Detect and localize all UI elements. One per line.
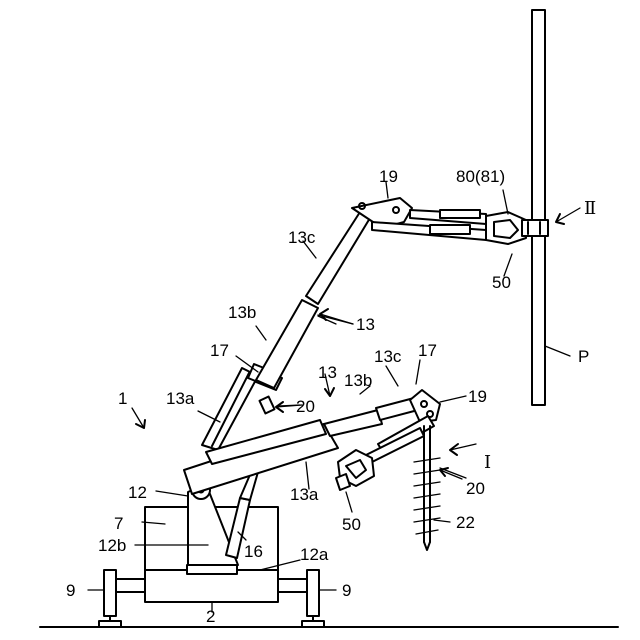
label-head-upper: 19 xyxy=(379,167,398,186)
label-lower-boom: 13 xyxy=(318,363,337,382)
label-cylinder: 16 xyxy=(244,542,263,561)
outrigger-bar-right xyxy=(278,579,307,592)
label-auger: 22 xyxy=(456,513,475,532)
support-plate xyxy=(187,565,237,574)
label-upper-boom-c: 13c xyxy=(288,228,316,247)
label-view-i: I xyxy=(484,452,491,473)
label-gripper-upper: 50 xyxy=(492,273,511,292)
auger xyxy=(414,426,440,550)
upper-boom xyxy=(202,212,370,450)
label-outrigger-right: 9 xyxy=(342,581,351,600)
label-machine: 1 xyxy=(118,389,127,408)
label-attachment-lower: 20 xyxy=(466,479,485,498)
label-upper-boom-b: 13b xyxy=(228,303,256,322)
label-upper-boom-a: 13a xyxy=(166,389,195,408)
lower-gripper xyxy=(336,450,374,490)
label-view-ii: Ⅱ xyxy=(584,198,596,219)
label-base: 2 xyxy=(206,607,215,626)
label-clamp-upper: 17 xyxy=(210,341,229,360)
outrigger-bar-left xyxy=(116,579,146,592)
label-support-post: 12b xyxy=(98,536,126,555)
label-gripper-lower: 50 xyxy=(342,515,361,534)
label-upper-boom: 13 xyxy=(356,315,375,334)
label-support-plate: 12a xyxy=(300,545,329,564)
label-head-lower: 19 xyxy=(468,387,487,406)
label-outrigger-left: 9 xyxy=(66,581,75,600)
label-body: 7 xyxy=(114,514,123,533)
label-clamp-lower: 17 xyxy=(418,341,437,360)
label-boom-support: 12 xyxy=(128,483,147,502)
label-lower-boom-c: 13c xyxy=(374,347,402,366)
utility-pole xyxy=(532,10,545,405)
label-lower-boom-b: 13b xyxy=(344,371,372,390)
view-arrows xyxy=(132,208,580,479)
label-attachment-upper: 20 xyxy=(296,397,315,416)
label-lower-boom-a: 13a xyxy=(290,485,319,504)
label-pole-part: 80(81) xyxy=(456,167,505,186)
label-pole: P xyxy=(578,347,589,366)
